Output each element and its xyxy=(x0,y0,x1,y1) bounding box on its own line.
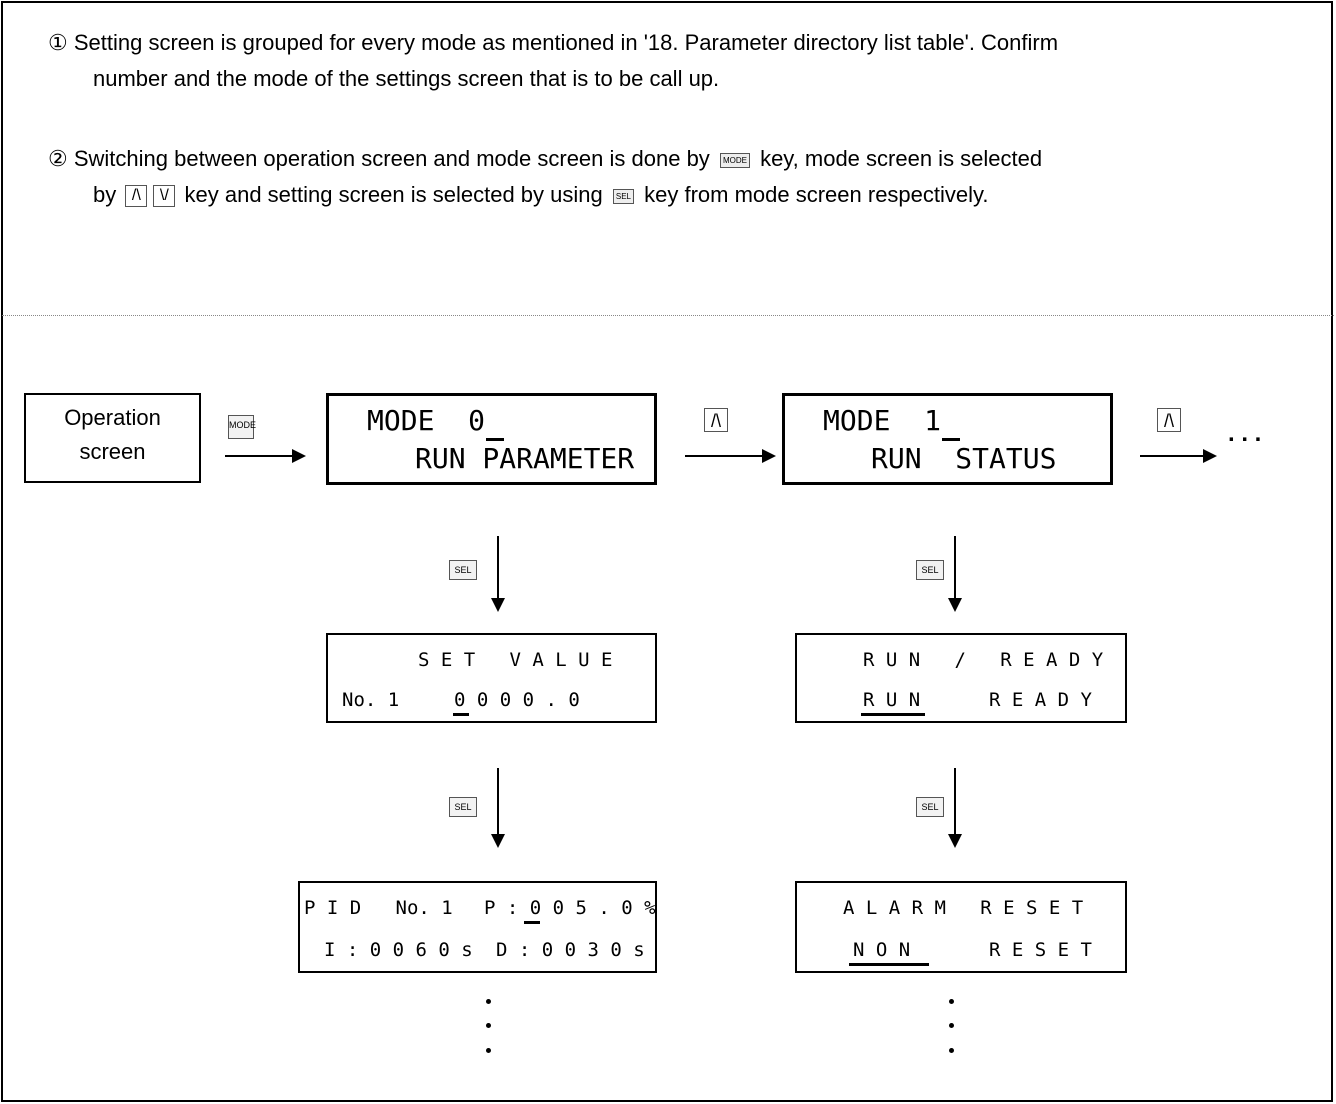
operation-screen-line1: Operation xyxy=(64,405,161,430)
continuation-dot xyxy=(949,1048,954,1053)
set-value-value: 0 0 0 0 . 0 xyxy=(454,689,580,711)
alarm-cursor xyxy=(849,963,929,966)
sel-key-label-1: SEL xyxy=(449,560,477,580)
pid-line2-left: I : 0 0 6 0 s xyxy=(324,939,473,961)
arrowhead-mode1-to-next xyxy=(1203,449,1217,463)
arrowhead-op-to-mode0 xyxy=(292,449,306,463)
set-value-no-label: No. 1 xyxy=(342,689,400,711)
note-1-line2: number and the mode of the settings scre… xyxy=(93,66,720,91)
note-1-cont: number and the mode of the settings scre… xyxy=(93,62,719,96)
sel-key-label-3: SEL xyxy=(916,560,944,580)
pid-line2-right: D : 0 0 3 0 s xyxy=(496,939,645,961)
arrowhead-mode0-to-mode1 xyxy=(762,449,776,463)
pid-line1-left: P I D No. 1 xyxy=(304,897,453,919)
mode0-line1: MODE 0 xyxy=(367,404,485,437)
mode1-line2: RUN STATUS xyxy=(871,442,1057,475)
run-ready-title: R U N / R E A D Y xyxy=(863,649,1104,671)
arrow-mode1-to-next xyxy=(1140,455,1206,457)
pid-cursor xyxy=(524,921,540,924)
arrowhead-mode0-to-setvalue xyxy=(491,598,505,612)
note-2-part5: key from mode screen respectively. xyxy=(644,182,989,207)
note-1: ① Setting screen is grouped for every mo… xyxy=(48,26,1058,60)
down-key-icon: \/ xyxy=(153,185,176,208)
arrow-mode0-to-setvalue xyxy=(497,536,499,600)
arrowhead-mode1-to-runready xyxy=(948,598,962,612)
note-2-part4: key and setting screen is selected by us… xyxy=(184,182,603,207)
operation-screen-line2: screen xyxy=(79,439,146,464)
mode0-lcd: MODE 0 RUN PARAMETER xyxy=(326,393,657,485)
sel-key-icon: SEL xyxy=(612,188,634,204)
set-value-cursor xyxy=(453,713,469,716)
pid-lcd: P I D No. 1 P : 0 0 5 . 0 % I : 0 0 6 0 … xyxy=(298,881,657,973)
mode0-digit: 0 xyxy=(468,404,486,437)
run-ready-cursor xyxy=(861,713,925,716)
alarm-option-non: N O N xyxy=(853,939,911,961)
continuation-dot xyxy=(486,1023,491,1028)
mode-key-label: MODE xyxy=(228,415,256,439)
alarm-reset-lcd: A L A R M R E S E T N O N R E S E T xyxy=(795,881,1127,973)
up-key-icon: /\ xyxy=(125,185,148,208)
sel-key-label-4: SEL xyxy=(916,797,944,817)
run-ready-option-ready: R E A D Y xyxy=(989,689,1092,711)
arrow-mode1-to-runready xyxy=(954,536,956,600)
mode1-prefix: MODE xyxy=(823,404,925,437)
arrow-setvalue-to-pid xyxy=(497,768,499,836)
note-2-part3: by xyxy=(93,182,117,207)
pid-line1-right: P : 0 0 5 . 0 % xyxy=(484,897,656,919)
continuation-dot xyxy=(949,999,954,1004)
continuation-dot xyxy=(486,999,491,1004)
note-1-marker: ① xyxy=(48,30,68,55)
mode0-prefix: MODE xyxy=(367,404,469,437)
arrow-op-to-mode0 xyxy=(225,455,295,457)
sel-key-label-2: SEL xyxy=(449,797,477,817)
note-2-marker: ② xyxy=(48,146,68,171)
arrow-mode0-to-mode1 xyxy=(685,455,765,457)
mode1-cursor xyxy=(942,438,960,441)
note-2-part1: Switching between operation screen and m… xyxy=(73,146,710,171)
note-2-part2: key, mode screen is selected xyxy=(760,146,1043,171)
set-value-lcd: S E T V A L U E No. 1 0 0 0 0 . 0 xyxy=(326,633,657,723)
note-2: ② Switching between operation screen and… xyxy=(48,142,1042,176)
alarm-reset-title: A L A R M R E S E T xyxy=(843,897,1084,919)
mode-key-icon: MODE xyxy=(719,152,750,168)
mode0-line2: RUN PARAMETER xyxy=(415,442,635,475)
mode1-lcd: MODE 1 RUN STATUS xyxy=(782,393,1113,485)
mode0-cursor xyxy=(486,438,504,441)
set-value-title: S E T V A L U E xyxy=(418,649,613,671)
arrowhead-setvalue-to-pid xyxy=(491,834,505,848)
continuation-dot xyxy=(486,1048,491,1053)
continuation-dot xyxy=(949,1023,954,1028)
mode1-digit: 1 xyxy=(924,404,942,437)
arrowhead-runready-to-alarm xyxy=(948,834,962,848)
ellipsis: . . . xyxy=(1228,420,1262,447)
operation-screen-box: Operation screen xyxy=(24,393,201,483)
up-key-label-2: /\ xyxy=(1157,408,1181,432)
note-1-line1: Setting screen is grouped for every mode… xyxy=(73,30,1059,55)
section-divider xyxy=(2,315,1334,316)
mode1-line1: MODE 1 xyxy=(823,404,941,437)
run-ready-lcd: R U N / R E A D Y R U N R E A D Y xyxy=(795,633,1127,723)
up-key-label-1: /\ xyxy=(704,408,728,432)
note-2-cont: by /\\/ key and setting screen is select… xyxy=(93,178,989,212)
alarm-option-reset: R E S E T xyxy=(989,939,1092,961)
run-ready-option-run: R U N xyxy=(863,689,921,711)
arrow-runready-to-alarm xyxy=(954,768,956,836)
